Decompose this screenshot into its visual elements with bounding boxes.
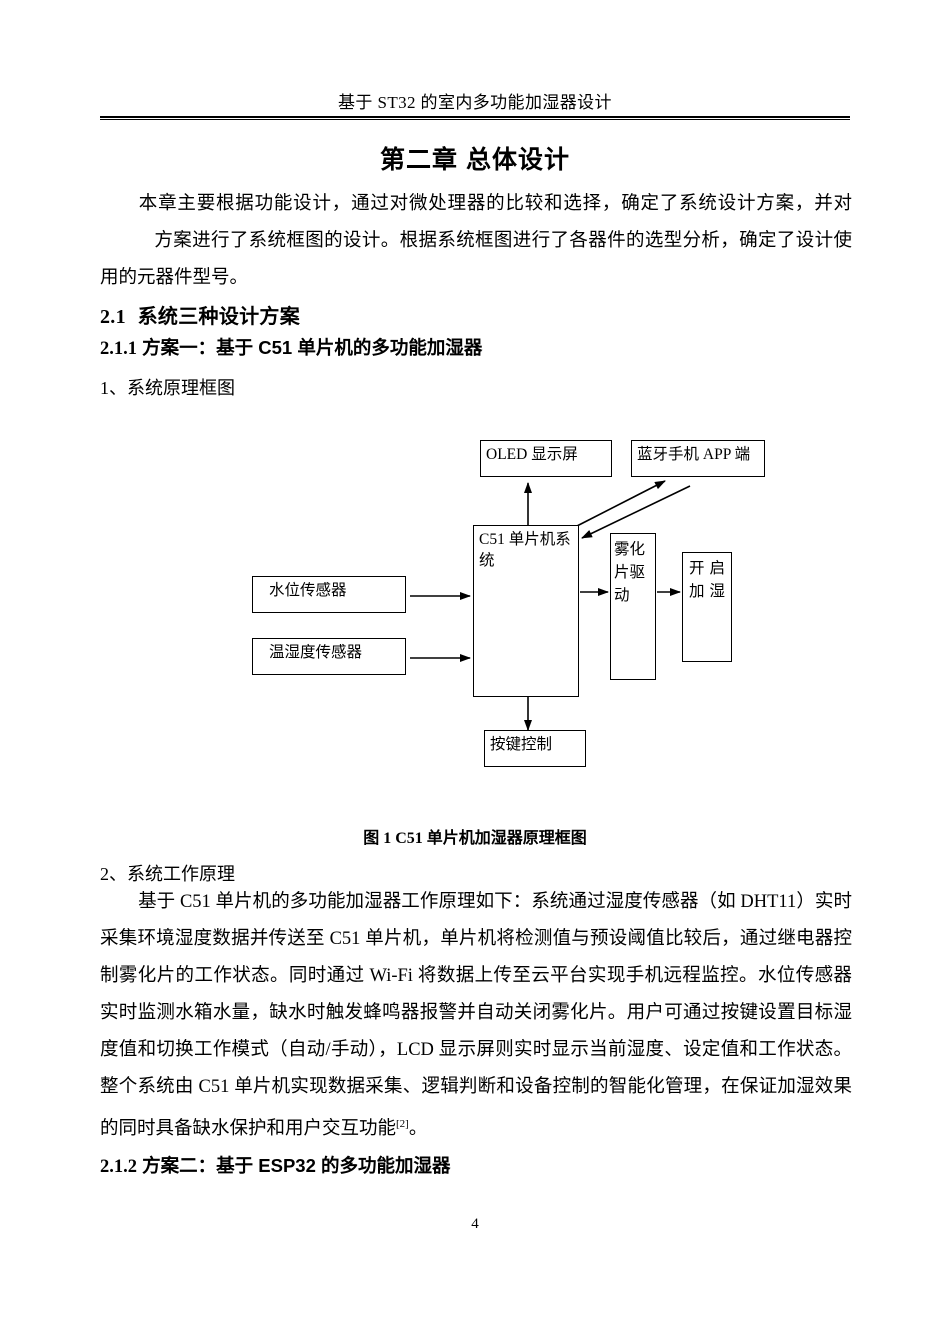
section-heading-2-1-1: 2.1.1 方案一：基于 C51 单片机的多功能加湿器 [100,334,482,360]
list-item-system-block-diagram: 1、系统原理框图 [100,378,235,398]
diagram-box-bluetooth-app: 蓝牙手机 APP 端 [631,440,765,477]
intro-text-part2: 方案进行了系统框图的设计。根据系统框图进行了各器件的选型分析，确定了设计使用的元… [100,231,852,288]
citation-marker: [2] [396,1118,409,1130]
intro-paragraph: 本章主要根据功能设计，通过对微处理器的比较和选择，确定了系统设计方案，并对方案进… [100,186,852,297]
section-heading-2-1: 2.1 系统三种设计方案 [100,300,300,329]
section-number-2-1-2: 2.1.2 [100,1157,137,1177]
section-title-2-1-1: 方案一：基于 C51 单片机的多功能加湿器 [142,337,483,358]
diagram-box-temp-humidity-sensor-label: 温湿度传感器 [269,644,363,661]
diagram-box-bluetooth-app-label: 蓝牙手机 APP 端 [637,446,751,463]
section-title-2-1-2: 方案二：基于 ESP32 的多功能加湿器 [142,1155,451,1176]
diagram-box-atomizer-driver: 雾化片驱动 [610,533,656,680]
diagram-box-key-control-label: 按键控制 [490,736,553,753]
arrow-mcu-to-bluetooth [574,480,666,528]
diagram-box-water-level-sensor: 水位传感器 [252,576,406,613]
arrow-bluetooth-to-mcu [581,485,691,539]
working-principle-paragraph: 基于 C51 单片机的多功能加湿器工作原理如下：系统通过湿度传感器（如 DHT1… [100,884,852,1148]
diagram-box-start-humidify-label: 开启加湿 [689,560,725,600]
section-heading-2-1-2: 2.1.2 方案二：基于 ESP32 的多功能加湿器 [100,1152,451,1178]
diagram-box-oled: OLED 显示屏 [480,440,612,477]
diagram-box-oled-label: OLED 显示屏 [486,446,578,463]
chapter-title: 第二章 总体设计 [380,146,570,174]
working-principle-text: 基于 C51 单片机的多功能加湿器工作原理如下：系统通过湿度传感器（如 DHT1… [100,892,852,1140]
paragraph-terminator: 。 [408,1119,428,1140]
section-title-2-1: 系统三种设计方案 [137,306,301,328]
page-number: 4 [471,1216,479,1232]
diagram-box-c51-mcu: C51 单片机系统 [473,525,579,697]
diagram-box-key-control: 按键控制 [484,730,586,767]
running-header: 基于 ST32 的室内多功能加湿器设计 [338,93,612,112]
list-item-working-principle: 2、系统工作原理 [100,864,235,884]
figure-caption: 图 1 C51 单片机加湿器原理框图 [363,830,587,847]
intro-text-part1: 本章主要根据功能设计，通过对微处理器的比较和选择，确定了系统设计方案，并对 [138,194,852,214]
section-number-2-1: 2.1 [100,306,126,328]
diagram-box-water-level-sensor-label: 水位传感器 [269,582,347,599]
diagram-box-c51-mcu-label: C51 单片机系统 [479,531,571,569]
diagram-box-start-humidify: 开启加湿 [682,552,732,662]
diagram-box-atomizer-driver-label: 雾化片驱动 [614,541,646,604]
diagram-box-temp-humidity-sensor: 温湿度传感器 [252,638,406,675]
header-rule [100,116,850,120]
section-number-2-1-1: 2.1.1 [100,339,137,359]
